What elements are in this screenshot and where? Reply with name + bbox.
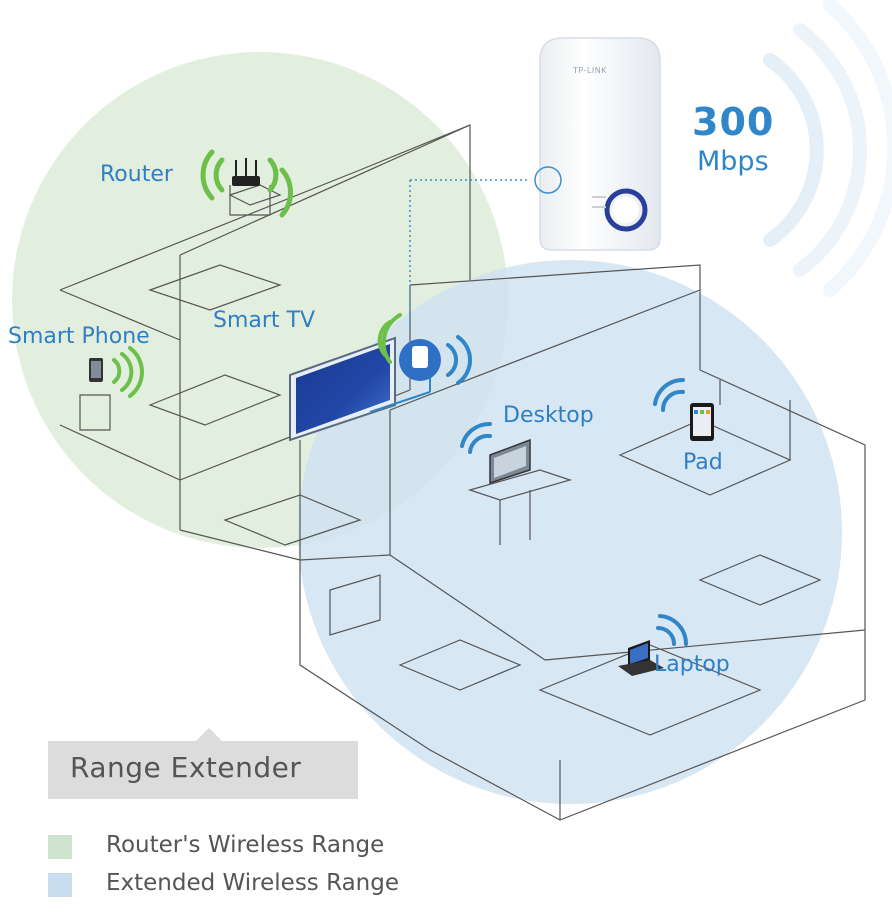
tv-icon: [289, 336, 431, 442]
extender-signal-arcs: [763, 0, 892, 297]
connection-lines: [409, 179, 530, 330]
range-extender-product: [534, 37, 661, 251]
wifi-signal-icon: [460, 421, 492, 454]
callout-pointer: [196, 728, 222, 741]
phone-icon: [89, 358, 103, 382]
legend-swatch-extended-range: [48, 873, 72, 897]
range-extender-callout: Range Extender: [48, 741, 358, 799]
callout-title: Range Extender: [70, 751, 302, 784]
brand-logo-text: TP-LINK: [573, 66, 607, 75]
speed-unit: Mbps: [697, 146, 769, 177]
desktop-icon: [489, 438, 531, 485]
legend-swatch-router-range: [48, 835, 72, 859]
smart-phone-label: Smart Phone: [8, 324, 150, 349]
wifi-signal-icon: [112, 346, 144, 398]
legend-label-extended-range: Extended Wireless Range: [106, 870, 399, 896]
desktop-label: Desktop: [503, 403, 594, 428]
router-label: Router: [100, 162, 173, 187]
laptop-icon: [618, 640, 664, 676]
pad-label: Pad: [683, 450, 723, 475]
smart-tv-label: Smart TV: [213, 308, 316, 333]
laptop-label: Laptop: [654, 652, 730, 677]
router-icon: [232, 158, 260, 186]
tablet-icon: [690, 403, 714, 441]
range-extender-icon: [399, 339, 441, 381]
wifi-signal-icon: [200, 149, 293, 218]
legend-label-router-range: Router's Wireless Range: [106, 832, 385, 858]
wifi-signal-icon: [446, 335, 472, 385]
wifi-signal-icon: [656, 614, 689, 646]
speed-value: 300: [692, 100, 775, 144]
wifi-signal-icon: [377, 313, 402, 364]
wifi-signal-icon: [653, 377, 685, 412]
